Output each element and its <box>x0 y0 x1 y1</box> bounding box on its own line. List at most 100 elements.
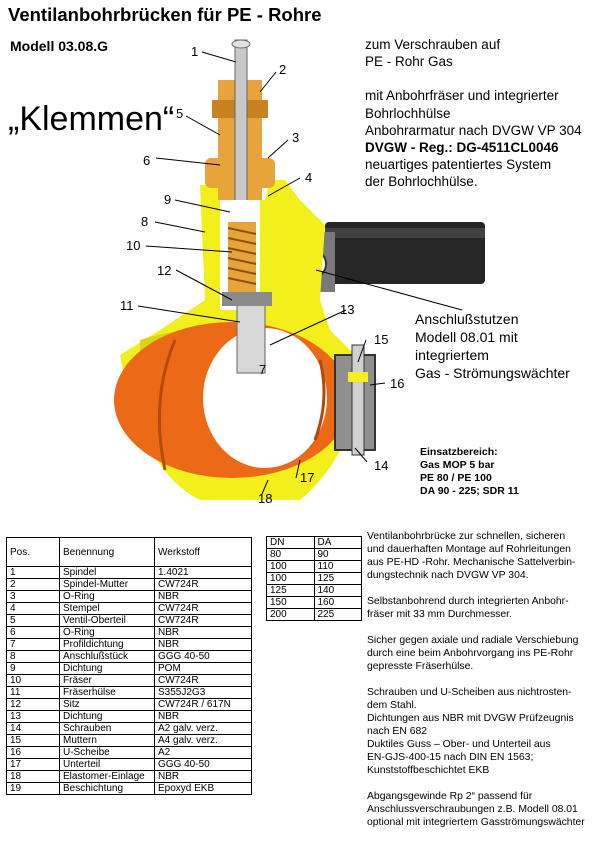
table-cell: 125 <box>313 572 362 585</box>
application-heading: Einsatzbereich: <box>420 446 498 458</box>
table-cell: 19 <box>6 782 60 795</box>
description-line: mit Anbohrfräser und integrierter <box>365 88 559 104</box>
table-cell: 1 <box>6 566 60 579</box>
table-cell: NBR <box>154 590 252 603</box>
table-cell: 11 <box>6 686 60 699</box>
subtitle-klemmen: „Klemmen“ <box>8 100 175 138</box>
cutter-sleeve <box>236 304 266 374</box>
table-cell: 150 <box>266 596 315 609</box>
table-cell: Sitz <box>59 698 155 711</box>
table-cell: A2 <box>154 746 252 759</box>
part-label: 1 <box>191 44 198 59</box>
table-cell: Schrauben <box>59 722 155 735</box>
table-cell: 7 <box>6 638 60 651</box>
table-cell: 2 <box>6 578 60 591</box>
table-cell: 8 <box>6 650 60 663</box>
callout-line: Anschlußstutzen <box>415 311 519 327</box>
table-cell: CW724R <box>154 578 252 591</box>
column-header: Werkstoff <box>154 537 252 567</box>
cutter-thread <box>227 227 257 285</box>
part-label: 6 <box>143 153 150 168</box>
table-cell: 3 <box>6 590 60 603</box>
table-cell: 160 <box>313 596 362 609</box>
column-header: DA <box>313 536 362 549</box>
column-header: DN <box>266 536 315 549</box>
table-cell: CW724R <box>154 602 252 615</box>
description-line: zum Verschrauben auf <box>365 37 501 52</box>
product-description: zum Verschrauben auf PE - Rohr Gas mit A… <box>365 36 600 191</box>
column-header: Pos. <box>6 537 60 567</box>
table-cell: 200 <box>266 608 315 621</box>
table-cell: POM <box>154 662 252 675</box>
table-cell: A2 galv. verz. <box>154 722 252 735</box>
table-cell: 16 <box>6 746 60 759</box>
application-line: PE 80 / PE 100 <box>420 472 492 484</box>
part-label: 2 <box>279 62 286 77</box>
table-cell: CW724R <box>154 674 252 687</box>
part-label: 8 <box>141 214 148 229</box>
part-label: 16 <box>390 376 404 391</box>
product-details-text: Ventilanbohrbrücke zur schnellen, sicher… <box>367 530 599 842</box>
table-cell: NBR <box>154 638 252 651</box>
table-cell: NBR <box>154 710 252 723</box>
part-label: 13 <box>340 302 354 317</box>
table-cell: Beschichtung <box>59 782 155 795</box>
description-line: Anbohrarmatur nach DVGW VP 304 <box>365 122 582 138</box>
table-cell: 15 <box>6 734 60 747</box>
table-cell: S355J2G3 <box>154 686 252 699</box>
table-cell: NBR <box>154 626 252 639</box>
table-cell: Dichtung <box>59 662 155 675</box>
table-cell: 10 <box>6 674 60 687</box>
part-label: 7 <box>259 362 266 377</box>
table-cell: 125 <box>266 584 315 597</box>
callout-line: Gas - Strömungswächter <box>415 365 570 381</box>
dvgw-registration: DVGW - Reg.: DG-4511CL0046 <box>365 140 559 156</box>
table-cell: Spindel-Mutter <box>59 578 155 591</box>
table-cell: 13 <box>6 710 60 723</box>
table-cell: Profildichtung <box>59 638 155 651</box>
table-cell: 14 <box>6 722 60 735</box>
description-line: Bohrlochhülse <box>365 105 451 121</box>
details-paragraph: Ventilanbohrbrücke zur schnellen, sicher… <box>367 531 576 581</box>
details-paragraph: Abgangsgewinde Rp 2“ passend für Anschlu… <box>367 791 585 828</box>
table-cell: Anschlußstück <box>59 650 155 663</box>
table-cell: U-Scheibe <box>59 746 155 759</box>
details-paragraph: Selbstanbohrend durch integrierten Anboh… <box>367 596 569 620</box>
table-cell: A4 galv. verz. <box>154 734 252 747</box>
part-label: 3 <box>292 130 299 145</box>
table-cell: GGG 40-50 <box>154 650 252 663</box>
table-cell: Muttern <box>59 734 155 747</box>
table-cell: 5 <box>6 614 60 627</box>
details-paragraph: Sicher gegen axiale und radiale Verschie… <box>367 635 579 672</box>
table-cell: Stempel <box>59 602 155 615</box>
page-title: Ventilanbohrbrücken für PE - Rohre <box>8 4 322 25</box>
table-cell: 80 <box>266 548 315 561</box>
table-cell: 4 <box>6 602 60 615</box>
table-cell: Epoxyd EKB <box>154 782 252 795</box>
details-paragraph: Schrauben und U-Scheiben aus nichtrosten… <box>367 687 574 776</box>
part-label: 4 <box>305 170 312 185</box>
model-label: Modell 03.08.G <box>10 38 109 54</box>
table-cell: 110 <box>313 560 362 573</box>
column-header: Benennung <box>59 537 155 567</box>
